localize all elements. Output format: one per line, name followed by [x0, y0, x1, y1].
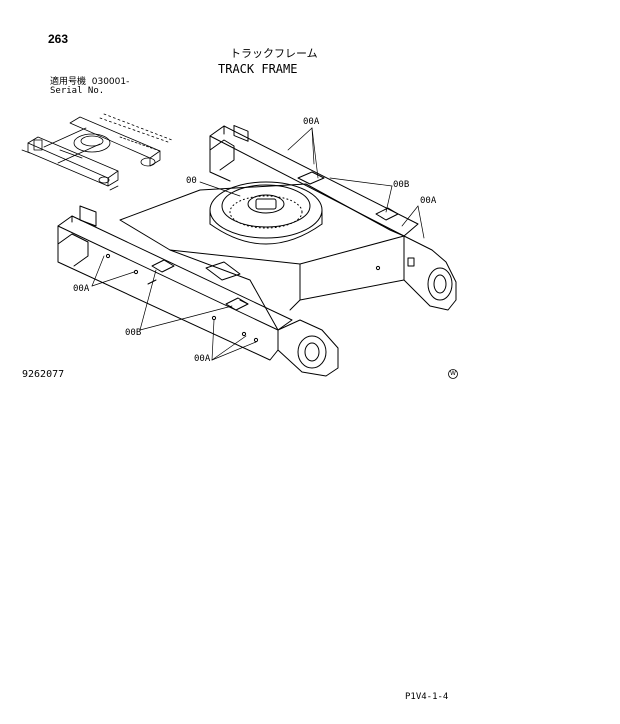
title-english: TRACK FRAME [218, 62, 298, 76]
footer-code: P1V4-1-4 [405, 692, 449, 702]
page-number: 263 [48, 32, 69, 46]
callout-00a-bottom: 00A [194, 354, 211, 364]
revision-mark-circle [448, 369, 458, 379]
callout-00b-bottom: 00B [125, 328, 142, 338]
bearing-ring [209, 181, 323, 245]
callout-00a-left: 00A [73, 284, 90, 294]
rear-beam-face [209, 135, 405, 281]
title-japanese: トラックフレーム [230, 47, 318, 60]
revision-mark-letter: W [450, 370, 456, 377]
drawing-number: 9262077 [22, 369, 65, 380]
callout-00b-right: 00B [393, 180, 410, 190]
callout-00a-right: 00A [420, 196, 437, 206]
sprocket-yoke [277, 319, 339, 377]
callout-00: 00 [186, 176, 197, 186]
callout-00a-top: 00A [303, 117, 320, 127]
leader-lines [91, 127, 425, 361]
front-beam-face [57, 225, 279, 361]
serial-value: 030001- [91, 77, 130, 87]
idler-yoke [403, 235, 457, 311]
front-beam-top [57, 215, 293, 331]
serial-label-jp: 適用号機 [50, 77, 87, 87]
overview-sketch [21, 113, 173, 191]
serial-label-english: Serial No. [50, 86, 105, 96]
center-member [119, 183, 405, 331]
main-frame [57, 125, 457, 377]
serial-label-japanese: 適用号機 030001- [50, 78, 129, 87]
